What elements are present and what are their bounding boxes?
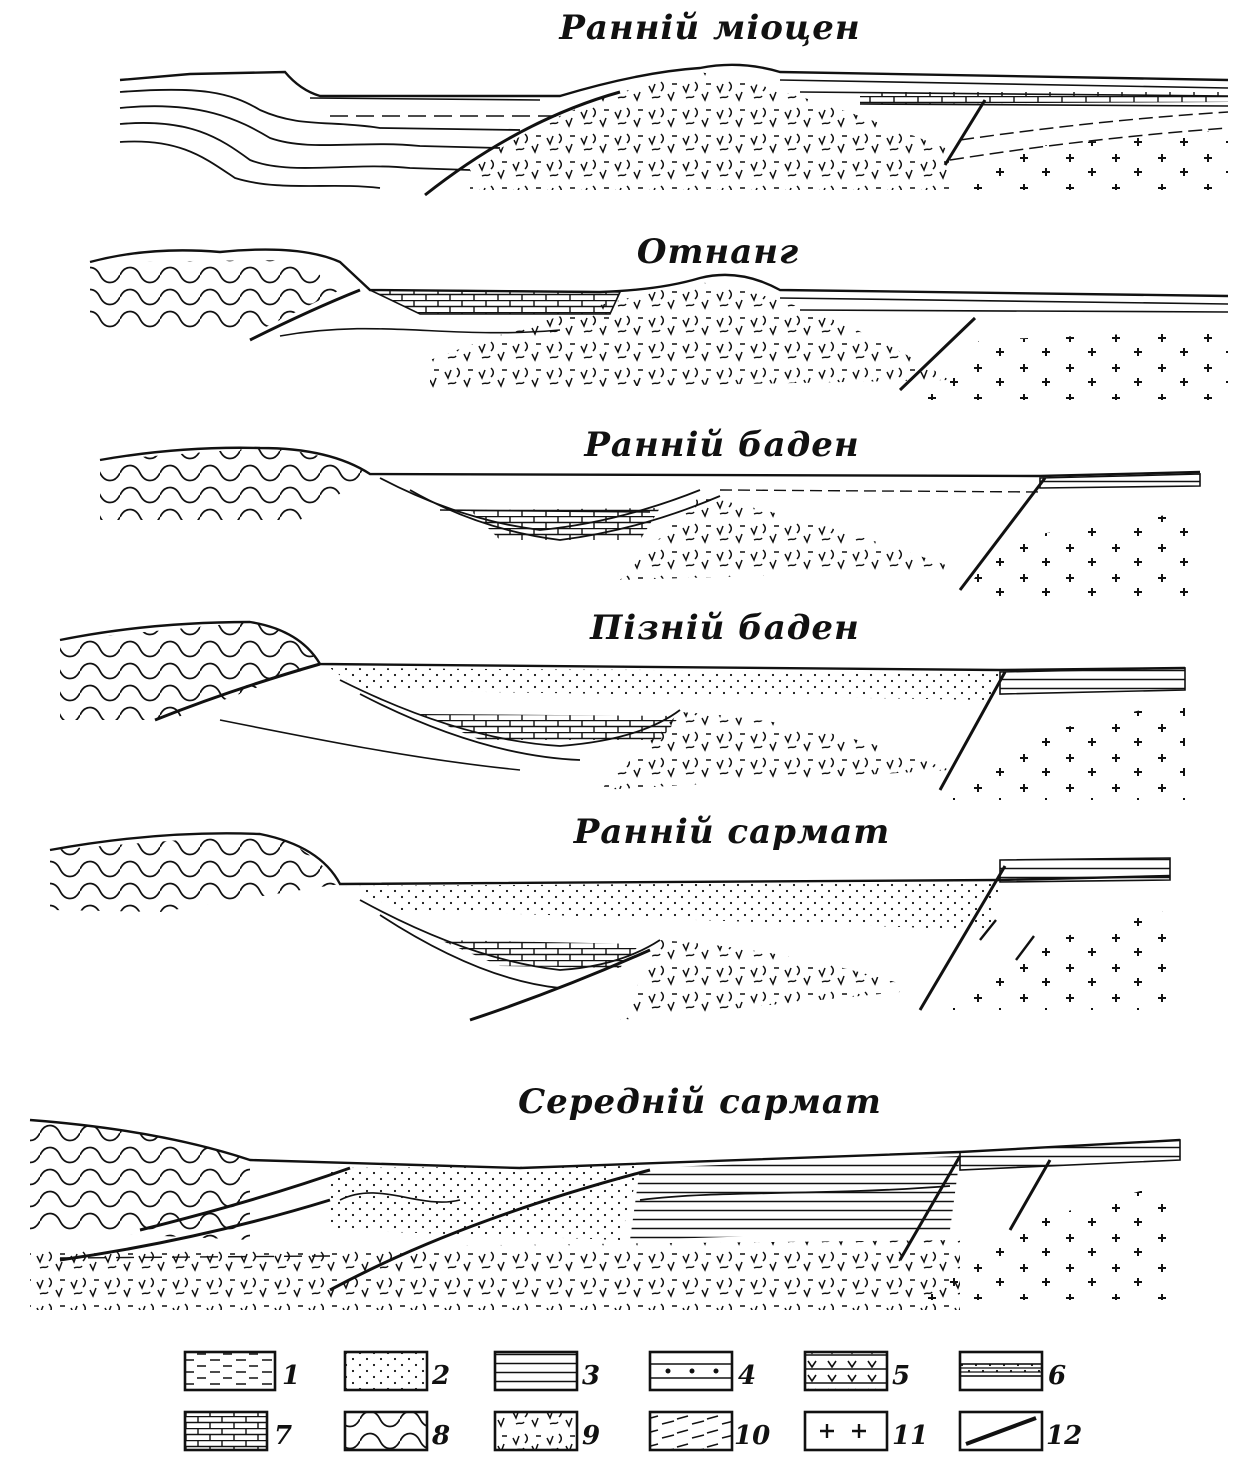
legend-num-10: 10 bbox=[734, 1421, 770, 1451]
legend-item-11: 11 bbox=[805, 1412, 928, 1451]
legend-item-2: 2 bbox=[345, 1352, 450, 1391]
legend-item-8: 8 bbox=[345, 1412, 450, 1451]
legend-item-12: 12 bbox=[960, 1412, 1082, 1451]
legend-item-5: 5 bbox=[805, 1352, 910, 1391]
legend-num-6: 6 bbox=[1048, 1361, 1066, 1391]
legend-num-9: 9 bbox=[582, 1421, 600, 1451]
section-middle-sarmat bbox=[30, 1120, 1180, 1310]
legend-num-4: 4 bbox=[738, 1361, 756, 1391]
legend-num-12: 12 bbox=[1046, 1421, 1082, 1451]
legend-item-7: 7 bbox=[185, 1412, 292, 1451]
section-early-sarmat bbox=[50, 833, 1170, 1020]
legend-num-8: 8 bbox=[431, 1421, 450, 1451]
section-late-baden bbox=[60, 622, 1185, 800]
legend-item-4: 4 bbox=[650, 1352, 756, 1391]
legend-num-3: 3 bbox=[582, 1361, 600, 1391]
legend-item-10: 10 bbox=[650, 1412, 770, 1451]
legend-item-1: 1 bbox=[185, 1352, 300, 1391]
legend-num-7: 7 bbox=[274, 1421, 292, 1451]
legend-item-9: 9 bbox=[495, 1412, 600, 1451]
legend-num-5: 5 bbox=[892, 1361, 910, 1391]
legend-num-11: 11 bbox=[892, 1421, 928, 1451]
legend-item-6: 6 bbox=[960, 1352, 1066, 1391]
section-early-miocene bbox=[120, 65, 1228, 195]
legend-num-2: 2 bbox=[431, 1361, 450, 1391]
section-otnang bbox=[90, 250, 1228, 400]
legend-num-1: 1 bbox=[282, 1361, 300, 1391]
legend-item-3: 3 bbox=[495, 1352, 600, 1391]
legend: 1 2 3 4 5 bbox=[185, 1352, 1082, 1451]
section-early-baden bbox=[100, 448, 1200, 600]
